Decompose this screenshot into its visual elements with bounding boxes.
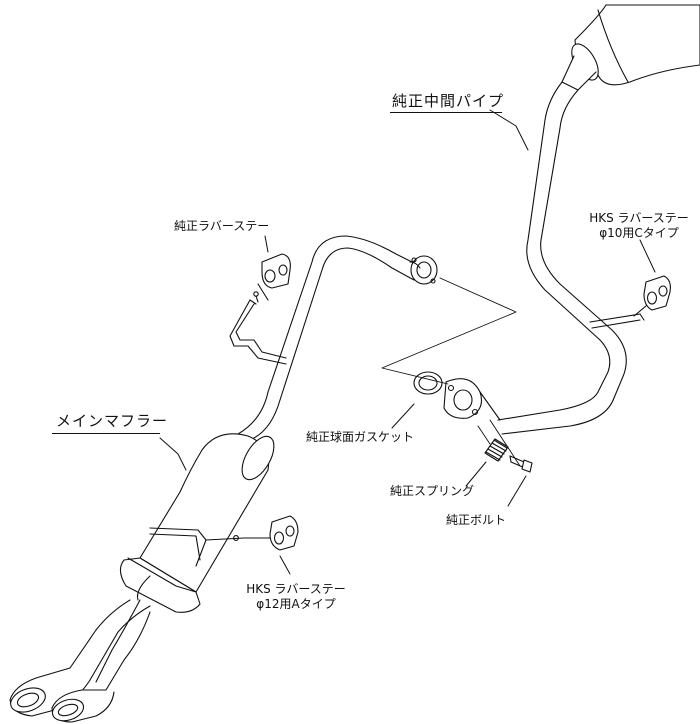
label-hks-stay-c: HKS ラバーステー φ10用Cタイプ xyxy=(584,211,694,241)
oem-middle-pipe xyxy=(497,4,700,435)
alignment-lines xyxy=(381,277,521,467)
label-rubber-stay-left: 純正ラバーステー xyxy=(174,219,270,233)
label-hks-stay-c-line1: HKS ラバーステー xyxy=(589,211,689,225)
leader-lines xyxy=(159,109,656,575)
hks-rubber-stay-a xyxy=(233,515,299,551)
label-gasket: 純正球面ガスケット xyxy=(306,430,415,444)
label-hks-stay-c-line2: φ10用Cタイプ xyxy=(599,226,679,240)
label-bolt: 純正ボルト xyxy=(446,513,507,527)
bolt xyxy=(509,455,533,473)
main-muffler xyxy=(9,235,438,723)
spherical-gasket xyxy=(413,371,443,395)
label-hks-stay-a-line2: φ12用Aタイプ xyxy=(256,597,336,611)
underline-main-muffler xyxy=(52,433,160,434)
oem-rubber-stay xyxy=(257,253,291,301)
hks-rubber-stay-c xyxy=(633,275,671,317)
label-spring: 純正スプリング xyxy=(390,484,475,498)
underline-middle-pipe xyxy=(390,112,502,113)
label-hks-stay-a-line1: HKS ラバーステー xyxy=(246,582,346,596)
label-middle-pipe: 純正中間パイプ xyxy=(392,92,505,110)
label-main-muffler: メインマフラー xyxy=(56,412,169,430)
muffler-hanger-rod xyxy=(229,291,287,365)
pipe-flange xyxy=(443,378,501,421)
label-hks-stay-a: HKS ラバーステー φ12用Aタイプ xyxy=(236,582,356,612)
